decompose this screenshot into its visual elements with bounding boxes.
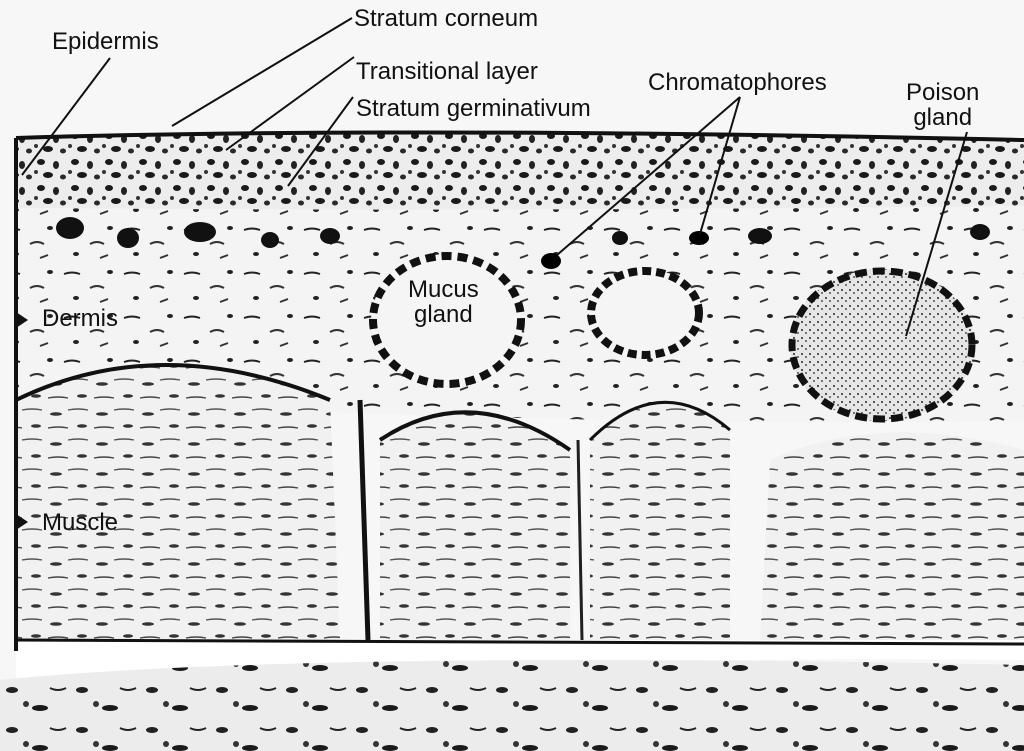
label-mucus-gland: Mucus gland (408, 277, 479, 327)
label-mucus-gland-line2: gland (408, 302, 479, 327)
label-mucus-gland-line1: Mucus (408, 277, 479, 302)
label-stratum-germinativum: Stratum germinativum (356, 96, 591, 121)
label-stratum-corneum: Stratum corneum (354, 6, 538, 31)
label-poison-gland-line2: gland (906, 105, 979, 130)
epidermis-layer (16, 132, 1024, 209)
label-poison-gland-line1: Poison (906, 80, 979, 105)
gland-second (589, 269, 701, 357)
label-chromatophores: Chromatophores (648, 70, 827, 95)
subcutaneous-layer (0, 640, 1024, 751)
label-dermis: Dermis (42, 306, 118, 331)
label-transitional-layer: Transitional layer (356, 59, 538, 84)
label-poison-gland: Poison gland (906, 80, 979, 130)
label-muscle: Muscle (42, 510, 118, 535)
poison-gland (790, 269, 974, 421)
chromatophore-dot (689, 231, 709, 245)
label-epidermis: Epidermis (52, 29, 159, 54)
